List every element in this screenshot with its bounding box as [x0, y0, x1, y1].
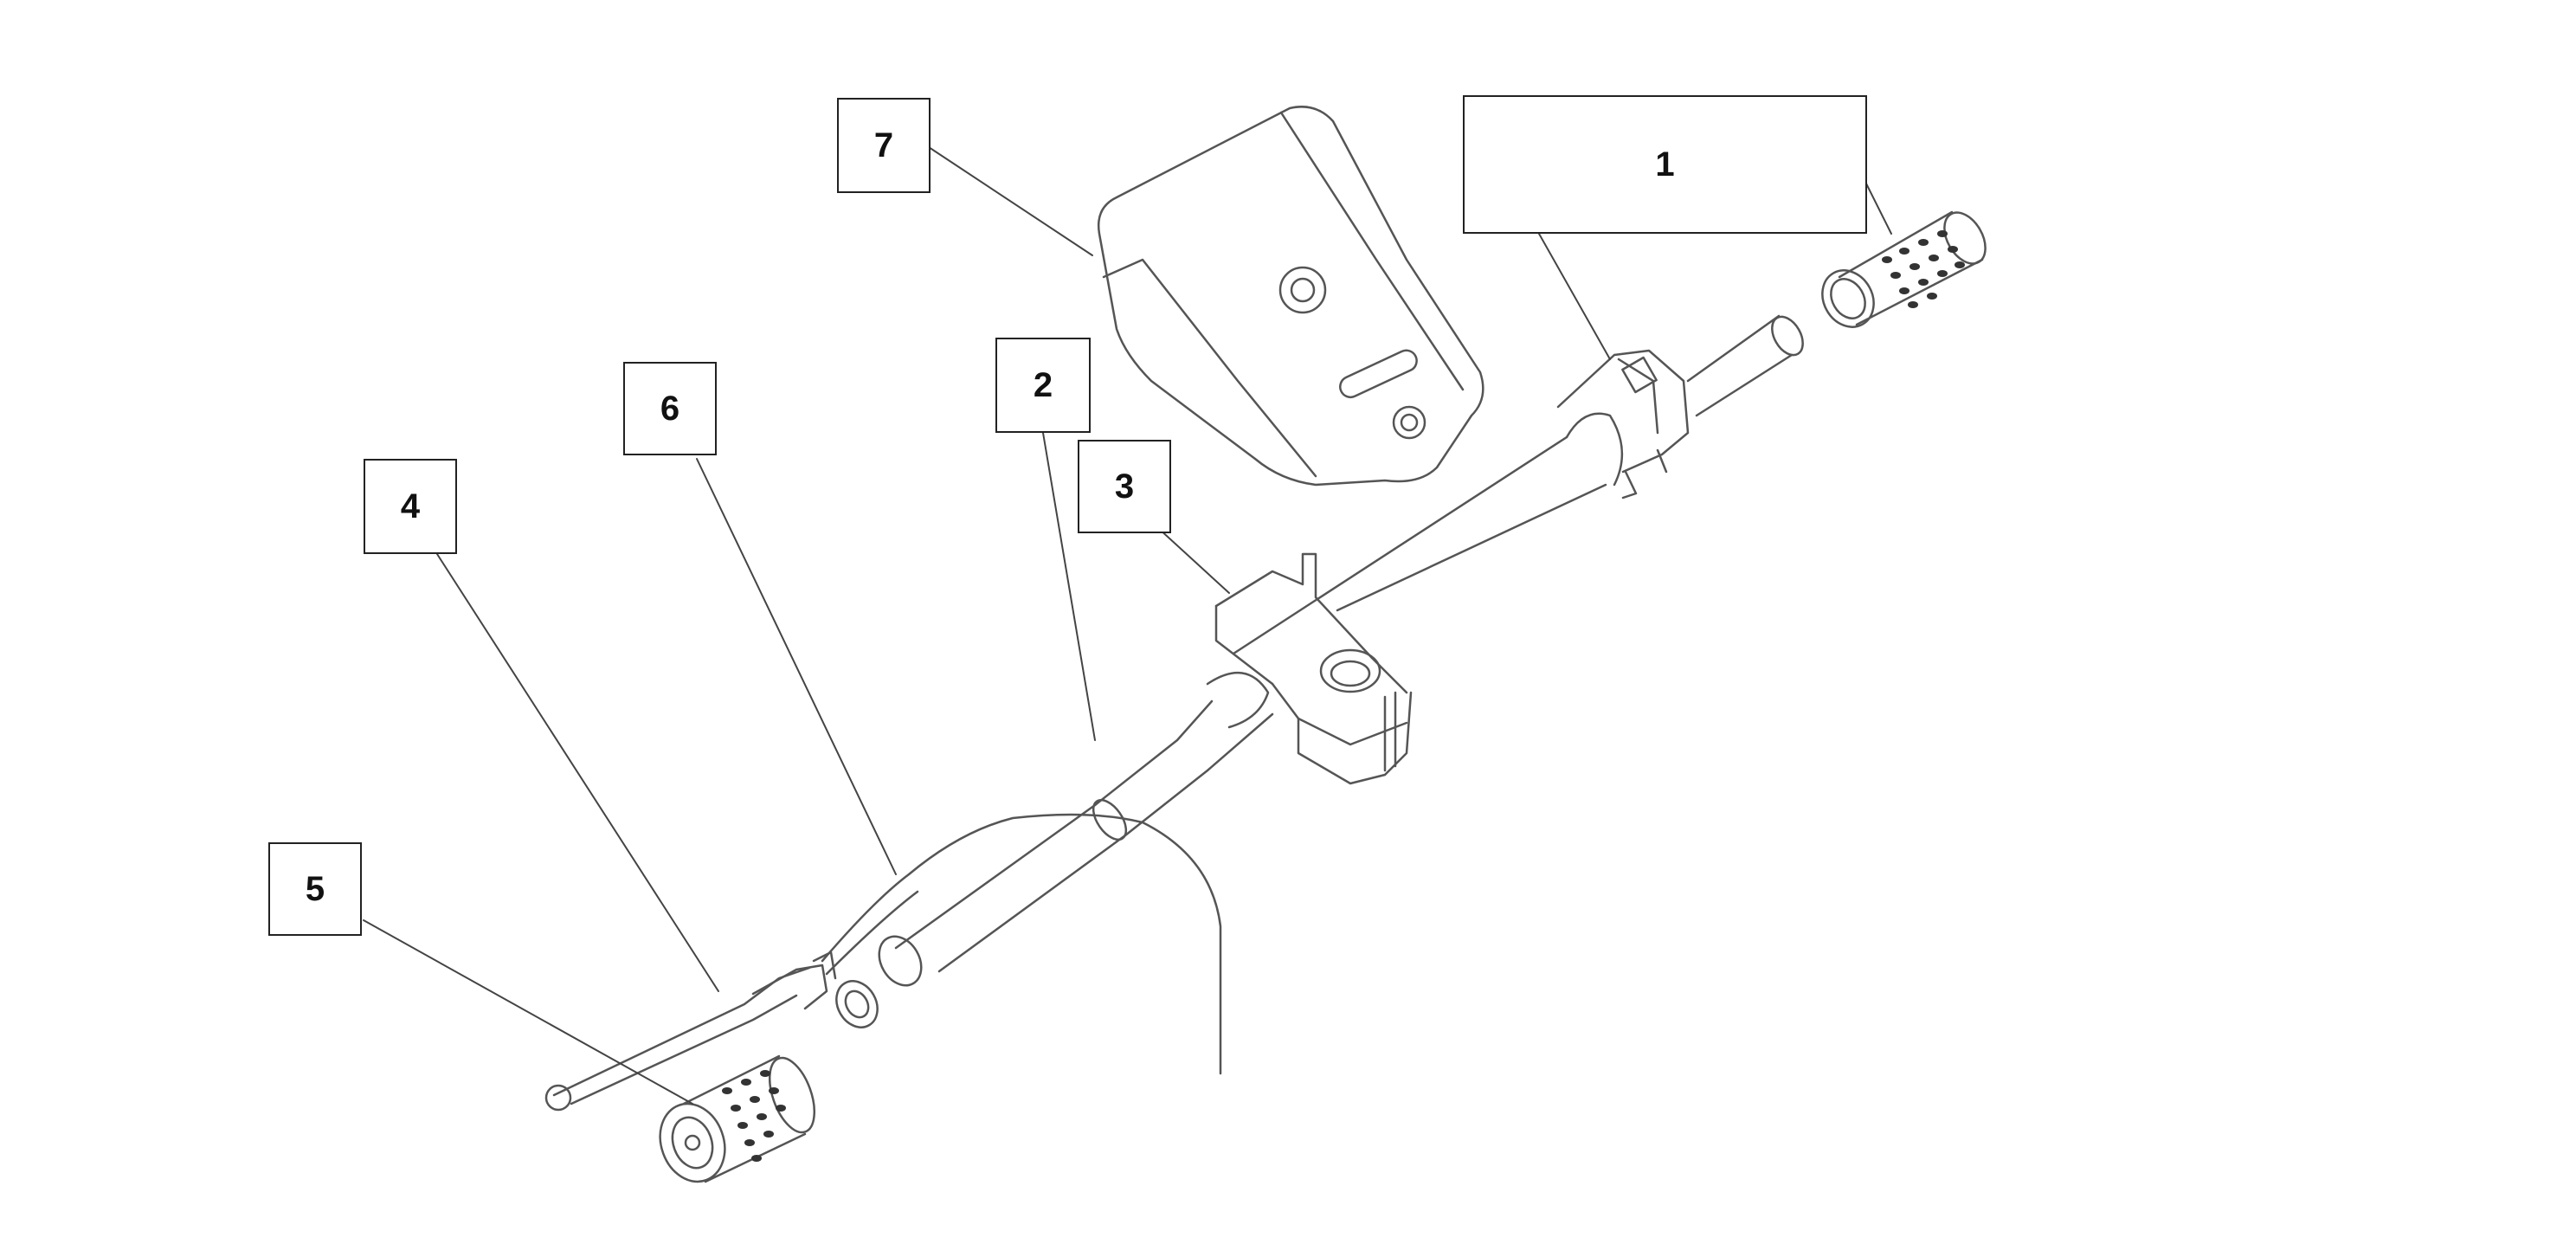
callout-5: 5 — [268, 842, 362, 936]
handlebar — [878, 314, 1804, 987]
stem-clamp — [1214, 552, 1413, 785]
callout-1: 1 — [1463, 95, 1867, 234]
display-unit — [1097, 106, 1484, 487]
leader-lines — [363, 146, 1892, 1105]
leader-line-6 — [696, 458, 897, 875]
leader-line-7 — [928, 146, 1093, 256]
leader-line-2 — [1042, 432, 1096, 741]
leader-line-1b — [1864, 181, 1892, 235]
leader-line-1a — [1538, 233, 1611, 360]
brake-lever-assembly — [544, 813, 1222, 1112]
left-grip — [659, 1054, 816, 1183]
callout-3: 3 — [1078, 440, 1171, 533]
right-grip — [1821, 210, 1987, 328]
callout-2: 2 — [995, 338, 1091, 433]
callout-7: 7 — [837, 98, 931, 193]
leader-line-3 — [1157, 527, 1230, 594]
leader-line-4 — [436, 553, 719, 992]
leader-line-5 — [363, 919, 693, 1105]
callout-6: 6 — [623, 362, 717, 455]
throttle-assembly — [1556, 349, 1690, 500]
callout-4: 4 — [364, 459, 457, 554]
